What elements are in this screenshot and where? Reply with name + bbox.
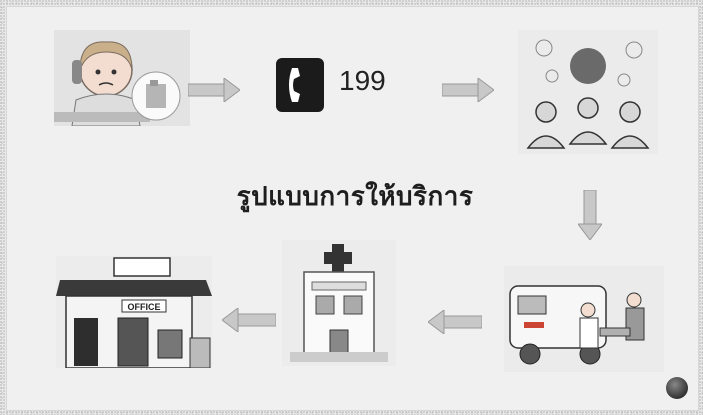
- phone-icon: [276, 58, 324, 112]
- call-center-icon: [518, 30, 658, 154]
- arrow-down-icon: [578, 190, 602, 240]
- office-building-icon: OFFICE: [56, 256, 212, 368]
- ambulance-icon: [504, 266, 664, 372]
- hospital-icon: [282, 240, 396, 366]
- arrow-right-icon: [442, 78, 494, 102]
- office-sign: OFFICE: [128, 302, 161, 312]
- slide-nav-button[interactable]: [666, 377, 688, 399]
- diagram-title: รูปแบบการให้บริการ: [220, 176, 490, 217]
- arrow-right-icon: [188, 78, 240, 102]
- hotline-number: 199: [339, 65, 386, 97]
- caller-icon: [54, 30, 190, 126]
- arrow-left-icon: [428, 310, 482, 334]
- arrow-left-icon: [222, 308, 276, 332]
